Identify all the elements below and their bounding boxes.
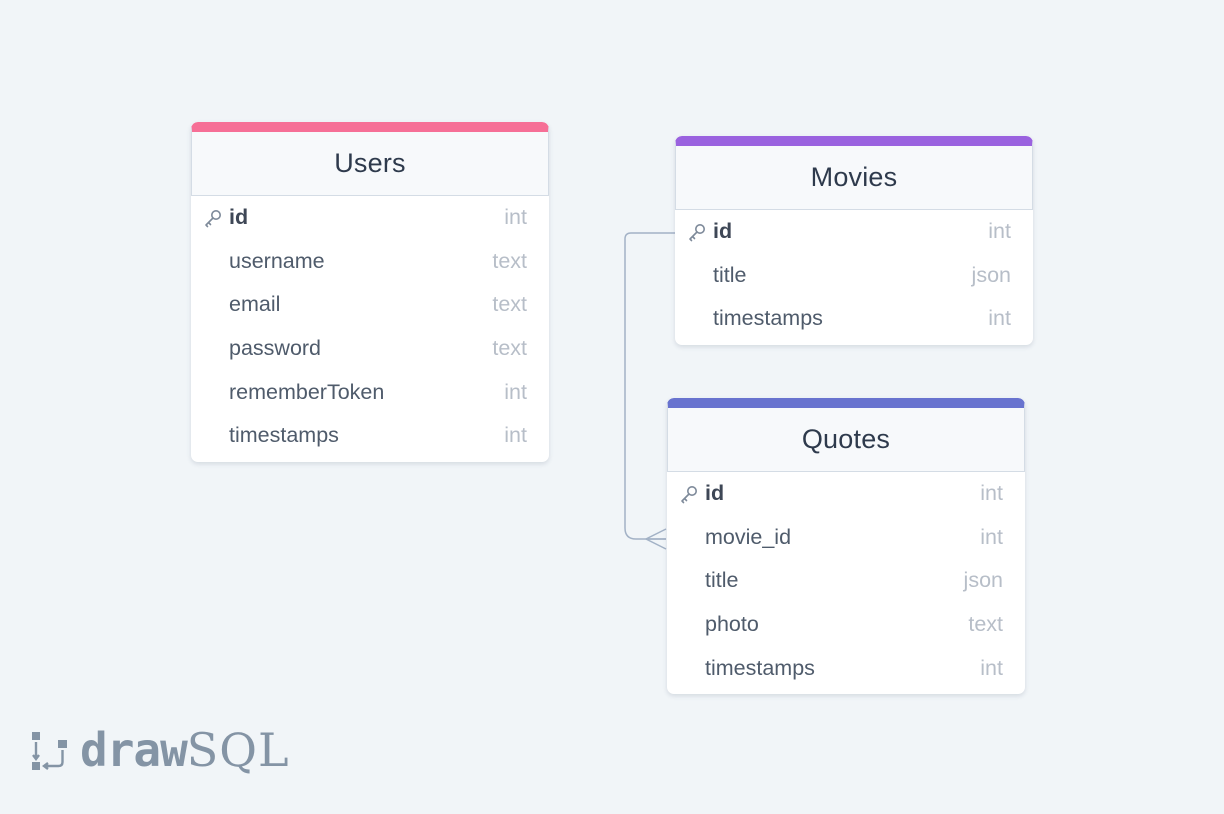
column-row[interactable]: rememberToken int	[191, 370, 549, 414]
column-name: timestamps	[705, 655, 815, 680]
table-title: Users	[334, 148, 406, 178]
column-name: title	[705, 568, 739, 593]
drawsql-logo: drawSQL	[30, 726, 290, 774]
key-icon	[205, 209, 221, 228]
relation-line[interactable]	[624, 232, 675, 540]
column-type: json	[971, 262, 1011, 287]
column-row[interactable]: timestamps int	[191, 414, 549, 458]
column-row[interactable]: username text	[191, 240, 549, 284]
drawsql-logo-icon	[32, 732, 67, 770]
key-icon	[689, 223, 705, 242]
column-type: text	[968, 612, 1003, 637]
column-row[interactable]: title json	[675, 254, 1033, 298]
column-type: text	[492, 292, 527, 317]
column-name: movie_id	[705, 524, 792, 549]
table-movies-columns: id int title json timestamps int	[675, 210, 1033, 345]
column-name: email	[229, 292, 281, 317]
column-name: username	[229, 248, 325, 273]
column-row[interactable]: id int	[191, 196, 549, 240]
table-title: Quotes	[801, 424, 891, 454]
column-type: int	[504, 423, 527, 448]
column-type: int	[988, 219, 1011, 244]
crows-foot-icon	[644, 528, 667, 550]
column-type: int	[504, 379, 527, 404]
column-name: id	[229, 205, 249, 230]
column-type: json	[963, 568, 1003, 593]
column-row[interactable]: title json	[667, 559, 1025, 603]
table-quotes[interactable]: Quotes id int movie_id int title json ph…	[667, 398, 1025, 694]
column-type: int	[980, 655, 1003, 680]
column-name: timestamps	[229, 423, 339, 448]
column-name: photo	[705, 612, 759, 637]
column-type: int	[504, 205, 527, 230]
key-icon	[681, 485, 697, 504]
column-row[interactable]: movie_id int	[667, 516, 1025, 560]
table-users-columns: id int username text email text password…	[191, 196, 549, 462]
column-row[interactable]: photo text	[667, 603, 1025, 647]
column-row[interactable]: timestamps int	[667, 646, 1025, 690]
brand-part1: draw	[80, 723, 188, 777]
column-type: text	[492, 248, 527, 273]
column-name: title	[713, 262, 747, 287]
column-name: id	[705, 481, 725, 506]
column-type: int	[988, 306, 1011, 331]
table-users[interactable]: Users id int username text email text pa…	[191, 122, 549, 462]
column-type: text	[492, 336, 527, 361]
column-name: rememberToken	[229, 379, 385, 404]
table-title: Movies	[810, 162, 898, 192]
table-movies[interactable]: Movies id int title json timestamps int	[675, 136, 1033, 345]
column-row[interactable]: id int	[667, 472, 1025, 516]
column-type: int	[980, 481, 1003, 506]
drawsql-wordmark: drawSQL	[80, 726, 290, 774]
column-name: id	[713, 219, 733, 244]
column-row[interactable]: password text	[191, 327, 549, 371]
column-row[interactable]: id int	[675, 210, 1033, 254]
table-users-header[interactable]: Users	[191, 122, 549, 196]
table-quotes-columns: id int movie_id int title json photo tex…	[667, 472, 1025, 694]
column-row[interactable]: email text	[191, 283, 549, 327]
column-name: timestamps	[713, 306, 823, 331]
brand-part2: SQL	[186, 723, 290, 777]
column-name: password	[229, 336, 322, 361]
table-movies-header[interactable]: Movies	[675, 136, 1033, 210]
column-type: int	[980, 524, 1003, 549]
column-row[interactable]: timestamps int	[675, 297, 1033, 341]
table-quotes-header[interactable]: Quotes	[667, 398, 1025, 472]
